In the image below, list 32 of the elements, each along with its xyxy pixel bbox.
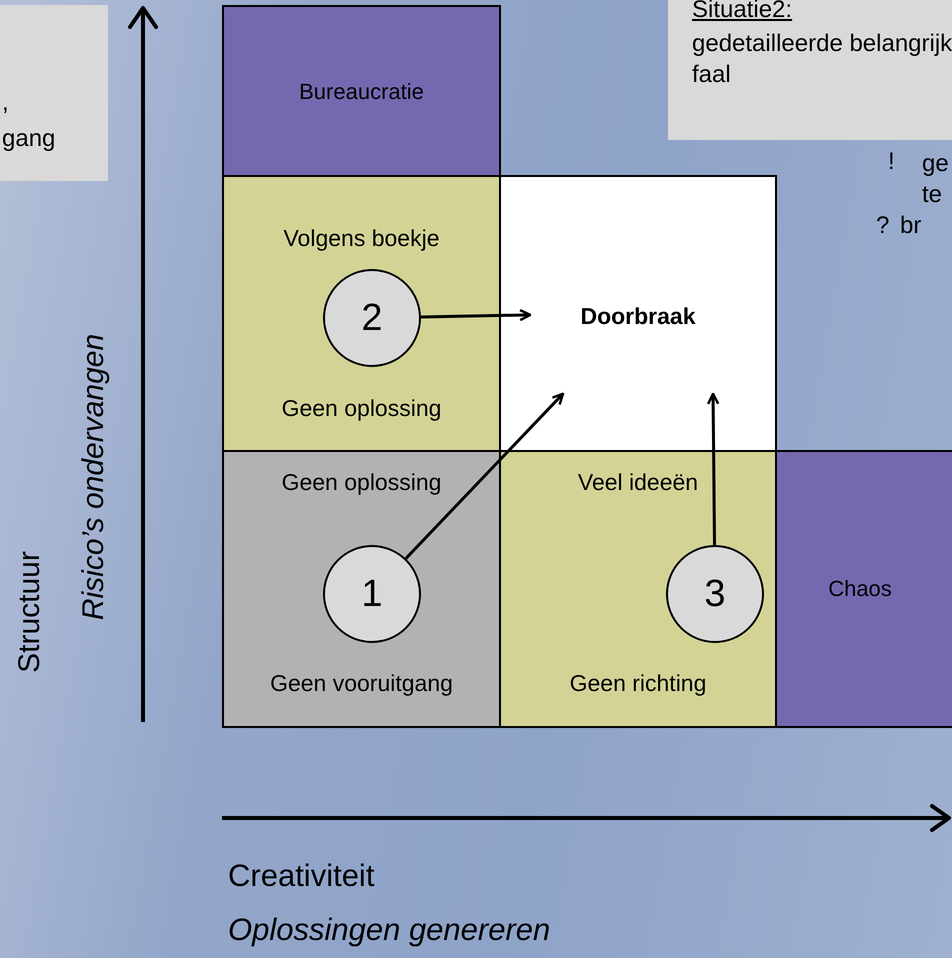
matrix-cell xyxy=(222,450,501,728)
note-text: , gang xyxy=(2,89,56,152)
arrow xyxy=(706,392,720,546)
cell-label: Geen oplossing xyxy=(282,395,442,421)
arrow xyxy=(404,392,564,560)
matrix-cell xyxy=(499,450,777,728)
cell-label: Volgens boekje xyxy=(283,225,440,251)
axis-label: Structuur xyxy=(13,551,47,673)
matrix-cell xyxy=(222,175,501,452)
step-circle: 2 xyxy=(323,269,421,367)
arrow xyxy=(420,308,532,322)
cell-label: Geen vooruitgang xyxy=(270,670,453,696)
note-text: gedetailleerde belangrijk faal xyxy=(692,30,952,88)
bullet-mark: ? xyxy=(876,212,890,240)
cell-label: Chaos xyxy=(828,576,892,601)
cell-label: Geen richting xyxy=(570,670,706,696)
cell-label: Veel ideeën xyxy=(578,469,698,495)
cell-label: Doorbraak xyxy=(580,303,696,329)
axis-label: Oplossingen genereren xyxy=(228,912,550,948)
axis-label: Creativiteit xyxy=(228,858,374,894)
cell-label: Geen oplossing xyxy=(282,469,442,495)
matrix-cell xyxy=(775,450,952,728)
axis-label: Risico’s ondervangen xyxy=(77,334,111,620)
note-box xyxy=(668,0,952,140)
step-circle: 1 xyxy=(323,545,421,643)
bullet-text: br xyxy=(900,212,922,240)
note-box xyxy=(0,5,108,181)
cell-label: Bureaucratie xyxy=(299,79,424,104)
matrix-cell xyxy=(222,5,501,177)
step-circle: 3 xyxy=(666,545,764,643)
matrix-cell xyxy=(499,175,777,452)
bullet-mark: ! xyxy=(888,148,895,176)
